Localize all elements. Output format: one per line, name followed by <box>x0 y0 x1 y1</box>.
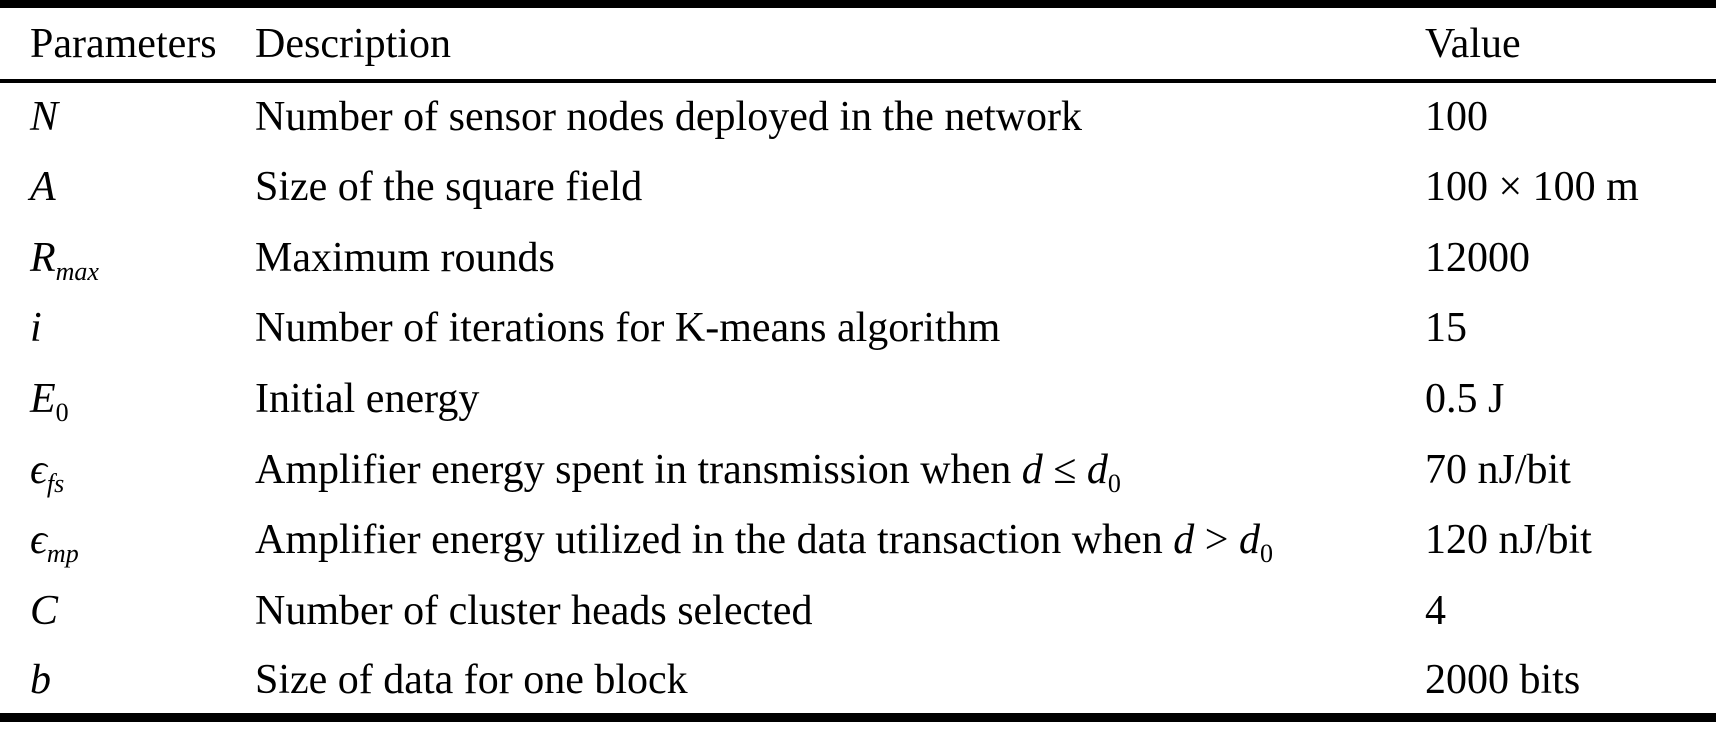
table-header: Parameters Description Value <box>0 4 1716 81</box>
header-value: Value <box>1425 20 1521 67</box>
text-segment: Size of the square field <box>255 164 643 211</box>
table-row: i Number of iterations for K-means algor… <box>0 293 1716 364</box>
text-segment: ϵ <box>30 517 47 564</box>
text-segment: Number of sensor nodes deployed in the n… <box>255 94 1082 141</box>
description-cell: Size of data for one block <box>225 647 1392 718</box>
text-segment: 0 <box>1107 468 1121 498</box>
description-cell: Amplifier energy spent in transmission w… <box>225 434 1392 505</box>
header-parameters: Parameters <box>30 20 217 67</box>
value-cell: 120 nJ/bit <box>1425 517 1592 564</box>
text-segment: d <box>1021 446 1043 493</box>
text-segment: d <box>1238 517 1260 564</box>
text-segment: N <box>30 94 59 141</box>
text-segment: > <box>1194 517 1239 564</box>
param-cell: i <box>0 293 225 364</box>
table-body: N Number of sensor nodes deployed in the… <box>0 81 1716 717</box>
table-row: C Number of cluster heads selected 4 <box>0 576 1716 647</box>
header-description: Description <box>255 20 451 67</box>
value-cell: 12000 <box>1425 234 1530 281</box>
text-segment: Number of cluster heads selected <box>255 588 813 635</box>
text-segment: Amplifier energy spent in transmission w… <box>255 446 1022 493</box>
table-row: Rmax Maximum rounds 12000 <box>0 222 1716 293</box>
value-cell: 15 <box>1425 305 1467 352</box>
text-segment: Number of iterations for K-means algorit… <box>255 305 1001 352</box>
param-cell: ϵmp <box>0 505 225 576</box>
value-cell: 70 nJ/bit <box>1425 446 1571 493</box>
text-segment: mp <box>46 539 79 569</box>
description-cell: Size of the square field <box>225 152 1392 223</box>
text-segment: 0 <box>1259 539 1273 569</box>
text-segment: Initial energy <box>255 376 480 423</box>
description-cell: Number of sensor nodes deployed in the n… <box>225 81 1392 152</box>
text-segment: b <box>30 656 51 703</box>
text-segment: ≤ <box>1042 446 1087 493</box>
param-cell: ϵfs <box>0 434 225 505</box>
text-segment: Maximum rounds <box>255 234 555 281</box>
text-segment: Amplifier energy utilized in the data tr… <box>255 517 1174 564</box>
text-segment: Size of data for one block <box>255 656 688 703</box>
text-segment: fs <box>46 468 65 498</box>
text-segment: i <box>30 305 42 352</box>
description-cell: Initial energy <box>225 364 1392 435</box>
text-segment: C <box>30 588 59 635</box>
value-cell: 2000 bits <box>1425 656 1581 703</box>
table-row: N Number of sensor nodes deployed in the… <box>0 81 1716 152</box>
description-cell: Maximum rounds <box>225 222 1392 293</box>
text-segment: E <box>30 376 56 423</box>
param-cell: b <box>0 647 225 718</box>
param-cell: C <box>0 576 225 647</box>
table-row: E0 Initial energy 0.5 J <box>0 364 1716 435</box>
table-row: ϵmp Amplifier energy utilized in the dat… <box>0 505 1716 576</box>
description-cell: Number of cluster heads selected <box>225 576 1392 647</box>
text-segment: max <box>55 256 99 286</box>
value-cell: 0.5 J <box>1425 376 1505 423</box>
table-row: A Size of the square field 100 × 100 m <box>0 152 1716 223</box>
text-segment: A <box>30 164 56 211</box>
text-segment: ϵ <box>30 446 47 493</box>
text-segment: d <box>1086 446 1108 493</box>
table-row: ϵfs Amplifier energy spent in transmissi… <box>0 434 1716 505</box>
table-row: b Size of data for one block 2000 bits <box>0 647 1716 718</box>
param-cell: E0 <box>0 364 225 435</box>
description-cell: Amplifier energy utilized in the data tr… <box>225 505 1392 576</box>
description-cell: Number of iterations for K-means algorit… <box>225 293 1392 364</box>
table-header-row: Parameters Description Value <box>0 4 1716 81</box>
param-cell: N <box>0 81 225 152</box>
value-cell: 100 × 100 m <box>1425 164 1639 211</box>
text-segment: R <box>30 234 56 281</box>
text-segment: 0 <box>55 398 69 428</box>
param-cell: A <box>0 152 225 223</box>
param-cell: Rmax <box>0 222 225 293</box>
value-cell: 100 <box>1425 94 1488 141</box>
value-cell: 4 <box>1425 588 1446 635</box>
text-segment: d <box>1173 517 1195 564</box>
